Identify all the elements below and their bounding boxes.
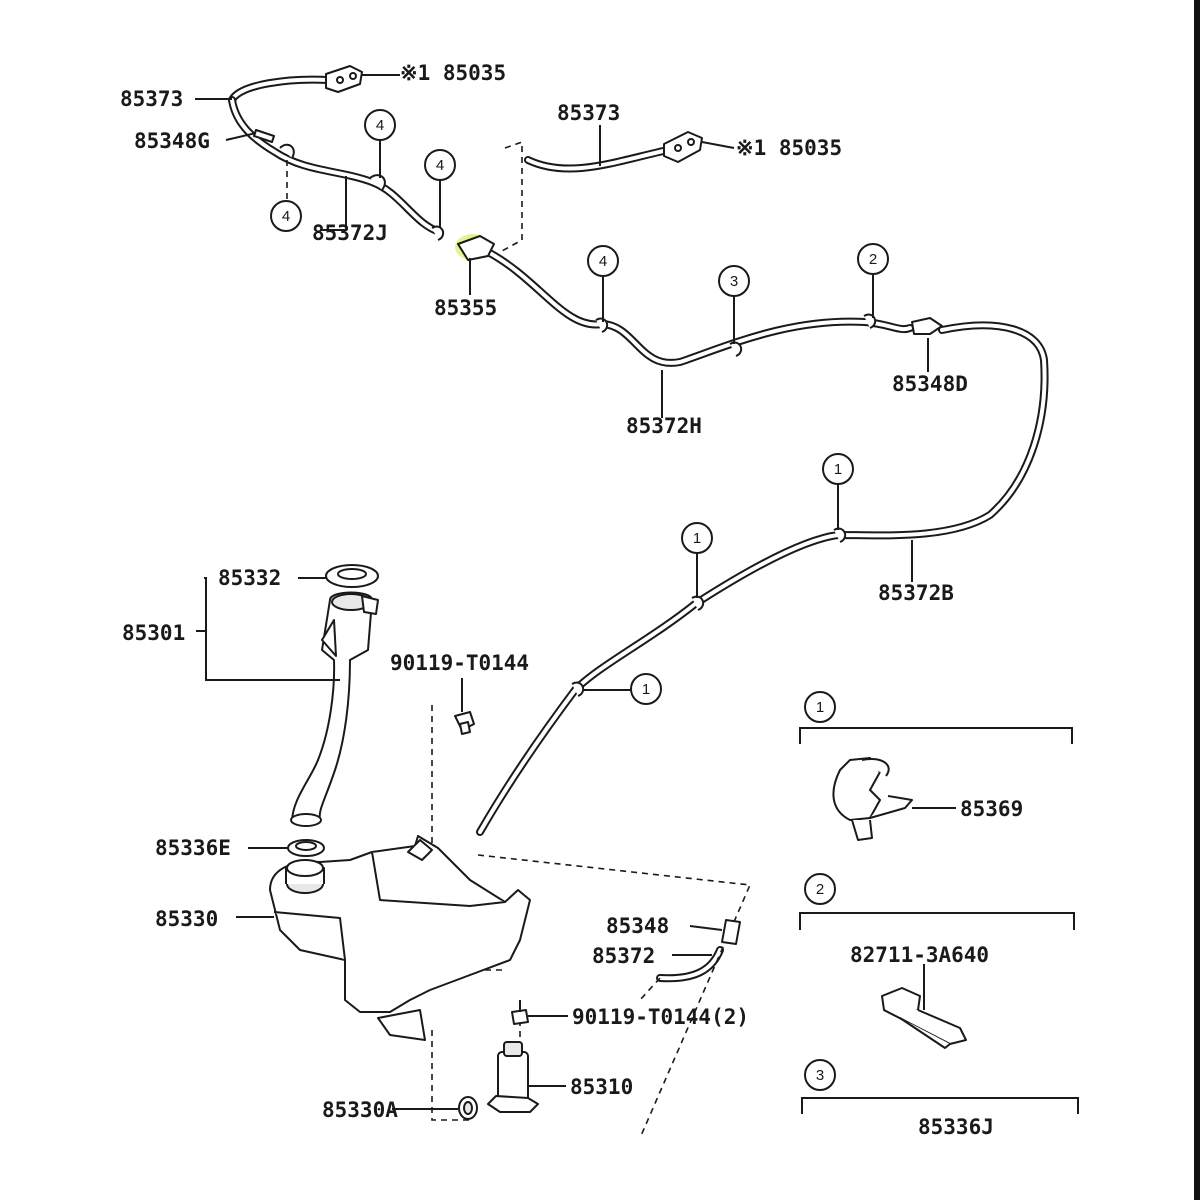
- callout-4-c: 4: [270, 200, 302, 232]
- svg-text:1: 1: [693, 530, 701, 547]
- svg-text:4: 4: [436, 157, 444, 174]
- svg-text:4: 4: [376, 117, 384, 134]
- callout-4-d: 4: [587, 245, 619, 322]
- label-85332: 85332: [218, 566, 281, 590]
- svg-text:1: 1: [642, 681, 650, 698]
- label-85035-a: ※1 85035: [400, 61, 506, 85]
- hose-85372-short: [656, 946, 724, 983]
- label-85310: 85310: [570, 1075, 633, 1099]
- hose-85373-upper-left: [228, 75, 332, 104]
- callout-1-a: 1: [822, 453, 854, 530]
- clips-on-hoses: [279, 143, 877, 697]
- svg-text:1: 1: [834, 461, 842, 478]
- hose-85372h: [484, 248, 914, 367]
- legend-key-2: 2: [799, 873, 1075, 930]
- label-85348g: 85348G: [134, 129, 210, 153]
- hose-85373-upper-right: [524, 146, 672, 173]
- callout-1-c: 1: [584, 673, 662, 705]
- label-90119-t0144: 90119-T0144: [390, 651, 529, 675]
- svg-text:4: 4: [599, 253, 607, 270]
- tank-85330: [269, 835, 531, 1041]
- nozzle-85035-left: [325, 65, 363, 93]
- callout-4-b: 4: [424, 149, 456, 228]
- label-85330a: 85330A: [322, 1098, 398, 1122]
- label-85372j: 85372J: [312, 221, 388, 245]
- label-85355: 85355: [434, 296, 497, 320]
- hose-85372b: [476, 321, 1049, 836]
- label-85336e: 85336E: [155, 836, 231, 860]
- nozzle-85035-right: [663, 131, 703, 163]
- cap-85332: [325, 564, 379, 588]
- label-85372h: 85372H: [626, 414, 702, 438]
- callout-bubbles: 4 4 4 4 3 2 1 1 1: [270, 109, 889, 705]
- svg-text:4: 4: [282, 208, 290, 225]
- legend-key-3: 3: [801, 1059, 1079, 1114]
- clip-82711-3a640: [881, 987, 967, 1049]
- svg-text:2: 2: [869, 251, 877, 268]
- clamp-85369: [832, 757, 913, 841]
- svg-text:3: 3: [730, 273, 738, 290]
- callout-2: 2: [857, 243, 889, 318]
- svg-text:1: 1: [816, 699, 824, 716]
- bolt-90119-upper: [454, 711, 475, 735]
- leader-lines: [195, 74, 956, 1110]
- svg-text:3: 3: [816, 1067, 824, 1084]
- pump-85310: [487, 1041, 539, 1113]
- svg-text:2: 2: [816, 881, 824, 898]
- label-85035-b: ※1 85035: [736, 136, 842, 160]
- callout-1-b: 1: [681, 522, 713, 598]
- callout-3: 3: [718, 265, 750, 344]
- label-85373-b: 85373: [557, 101, 620, 125]
- hose-85372j: [228, 96, 444, 236]
- legend-key-1: 1: [799, 691, 1073, 744]
- label-85373-a: 85373: [120, 87, 183, 111]
- scan-edge: [1194, 0, 1200, 1200]
- label-85348: 85348: [606, 914, 669, 938]
- joint-85348: [721, 919, 741, 945]
- label-85372: 85372: [592, 944, 655, 968]
- label-85372b: 85372B: [878, 581, 954, 605]
- grommet-85330a: [458, 1096, 478, 1120]
- label-85330: 85330: [155, 907, 218, 931]
- connector-85355: [457, 235, 495, 261]
- label-82711-3a640: 82711-3A640: [850, 943, 989, 967]
- seal-85336e: [287, 839, 325, 857]
- label-85369: 85369: [960, 797, 1023, 821]
- joint-85348d: [911, 317, 943, 335]
- label-85301: 85301: [122, 621, 185, 645]
- label-85348d: 85348D: [892, 372, 968, 396]
- filler-neck-85301: [290, 591, 379, 827]
- label-90119-t0144-2: 90119-T0144(2): [572, 1005, 749, 1029]
- bolt-90119-lower: [511, 1000, 529, 1025]
- part-labels: 85373 ※1 85035 85348G 85372J 85373 ※1 85…: [120, 61, 1023, 1139]
- callout-4-a: 4: [364, 109, 396, 178]
- label-85336j: 85336J: [918, 1115, 994, 1139]
